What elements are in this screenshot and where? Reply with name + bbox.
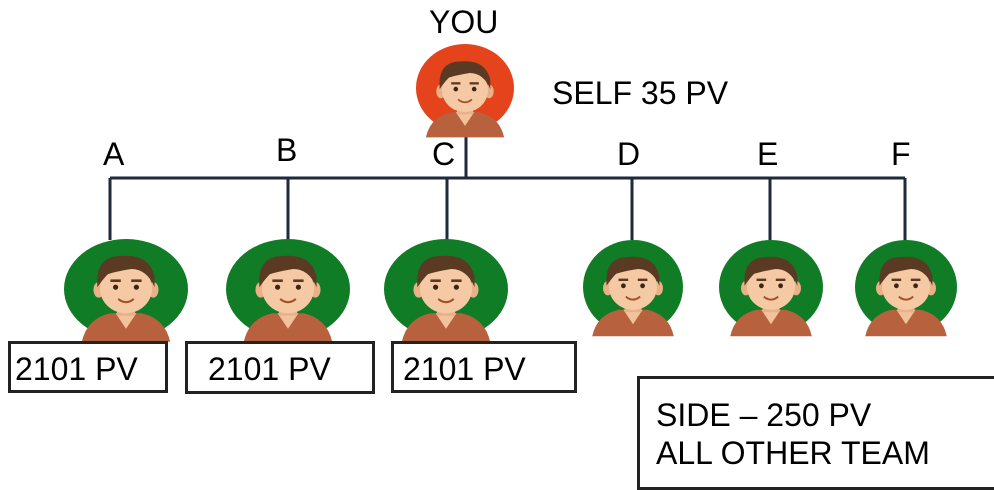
leg-letter-a: A bbox=[103, 136, 125, 172]
side-volume-line2: ALL OTHER TEAM bbox=[656, 435, 930, 471]
avatar-f bbox=[855, 240, 957, 338]
self-pv-label: SELF 35 PV bbox=[552, 75, 729, 111]
you-label: YOU bbox=[429, 4, 499, 40]
side-volume-box: SIDE – 250 PV ALL OTHER TEAM bbox=[637, 376, 994, 490]
pv-box-b: 2101 PV bbox=[185, 341, 375, 394]
connector-lines bbox=[108, 126, 907, 248]
pv-value-a: 2101 PV bbox=[15, 351, 138, 387]
pv-box-c: 2101 PV bbox=[391, 341, 577, 393]
pv-value-b: 2101 PV bbox=[208, 351, 331, 387]
leg-letter-c: C bbox=[432, 136, 456, 172]
avatar-b bbox=[226, 239, 350, 343]
leg-letter-f: F bbox=[891, 136, 911, 172]
avatar-c bbox=[384, 239, 508, 343]
leg-letter-e: E bbox=[757, 136, 779, 172]
side-volume-line1: SIDE – 250 PV bbox=[656, 397, 872, 433]
pv-box-a: 2101 PV bbox=[8, 341, 168, 393]
leg-letter-d: D bbox=[617, 136, 641, 172]
avatar-e bbox=[719, 240, 823, 338]
pv-value-c: 2101 PV bbox=[403, 351, 526, 387]
avatar-a bbox=[64, 239, 188, 343]
avatar-d bbox=[583, 240, 683, 338]
you-avatar bbox=[416, 44, 514, 139]
leg-letter-b: B bbox=[276, 132, 298, 168]
